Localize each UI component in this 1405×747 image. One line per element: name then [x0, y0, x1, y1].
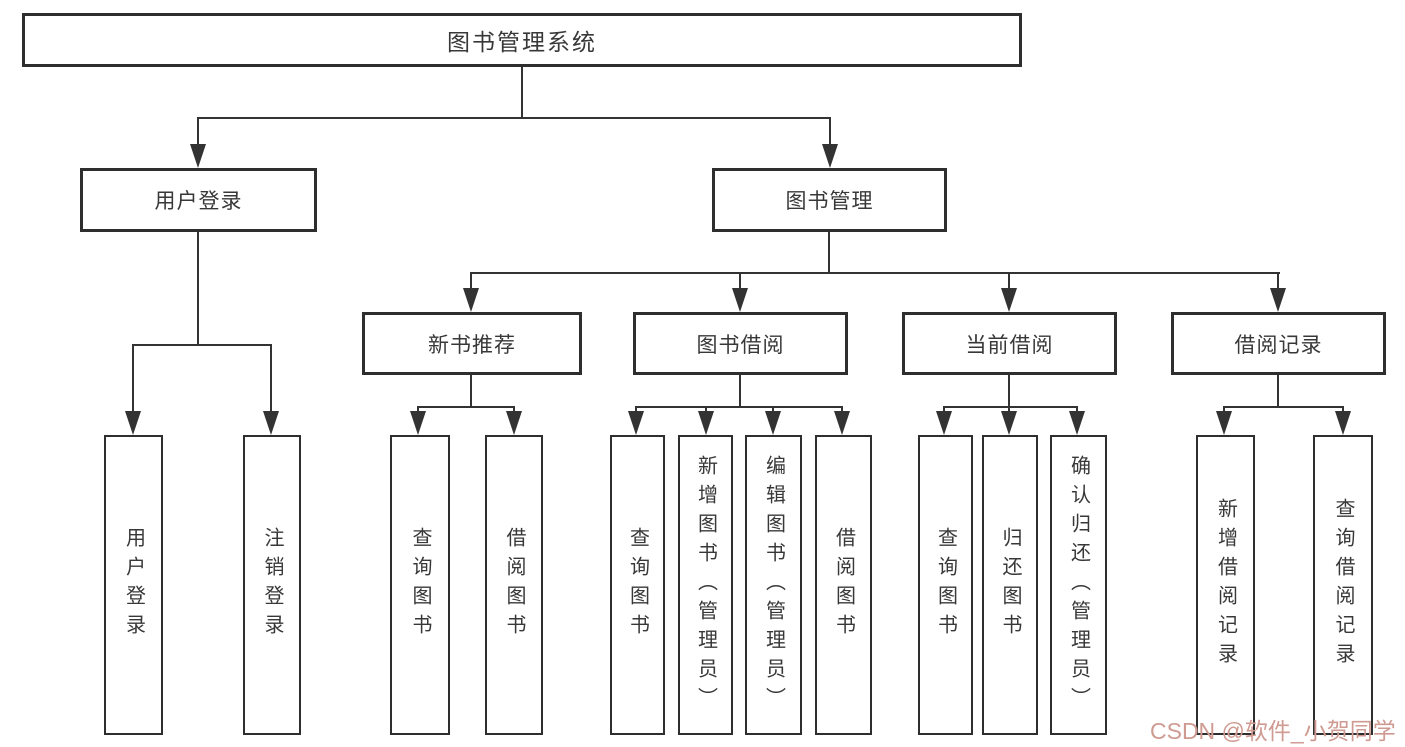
leaf-confirm-return-admin: 确认归还（管理员）	[1050, 435, 1107, 735]
node-current-borrow-label: 当前借阅	[965, 333, 1054, 357]
leaf-query-borrow-record: 查询借阅记录	[1313, 435, 1373, 735]
node-login-group-label: 用户登录	[154, 190, 243, 213]
node-root: 图书管理系统	[22, 13, 1022, 67]
leaf-add-borrow-record-label: 新增借阅记录	[1214, 498, 1237, 672]
arrow-down-icon	[506, 411, 522, 435]
arrow-down-icon	[263, 411, 279, 435]
leaf-query-borrow-record-label: 查询借阅记录	[1332, 498, 1354, 672]
node-borrow-records: 借阅记录	[1171, 312, 1386, 375]
connector-line	[635, 406, 843, 408]
node-borrow-records-label: 借阅记录	[1234, 333, 1323, 357]
leaf-edit-books-admin-label: 编辑图书（管理员）	[762, 454, 785, 716]
leaf-borrow-books-rec-label: 借阅图书	[503, 527, 525, 643]
connector-line	[829, 117, 831, 162]
csdn-watermark: CSDN @软件_小贺同学	[1150, 718, 1396, 744]
leaf-borrow-books-borrow: 借阅图书	[815, 435, 872, 735]
leaf-logout-label: 注销登录	[261, 527, 283, 643]
arrow-down-icon	[732, 288, 748, 312]
connector-line	[739, 375, 741, 406]
arrow-down-icon	[765, 411, 781, 435]
node-book-borrow-label: 图书借阅	[696, 333, 785, 357]
connector-line	[470, 375, 472, 406]
connector-line	[470, 272, 1280, 274]
connector-line	[197, 117, 199, 162]
leaf-add-borrow-record: 新增借阅记录	[1196, 435, 1255, 735]
arrow-down-icon	[822, 144, 838, 168]
node-new-book-rec-label: 新书推荐	[428, 333, 516, 357]
arrow-down-icon	[410, 411, 426, 435]
connector-line	[1277, 375, 1279, 406]
connector-line	[521, 67, 523, 117]
connector-line	[943, 406, 1078, 408]
leaf-query-books-rec: 查询图书	[390, 435, 450, 735]
leaf-return-books-label: 归还图书	[999, 527, 1021, 643]
arrow-down-icon	[834, 411, 850, 435]
leaf-query-books-rec-label: 查询图书	[409, 527, 431, 643]
connector-line	[1008, 375, 1010, 406]
arrow-down-icon	[125, 411, 141, 435]
leaf-borrow-books-borrow-label: 借阅图书	[832, 527, 855, 643]
leaf-query-books-current-label: 查询图书	[934, 527, 957, 643]
leaf-query-books-current: 查询图书	[918, 435, 973, 735]
arrow-down-icon	[1001, 411, 1017, 435]
node-root-label: 图书管理系统	[447, 29, 597, 55]
arrow-down-icon	[1270, 288, 1286, 312]
leaf-user-login-label: 用户登录	[122, 527, 145, 643]
connector-line	[132, 344, 134, 430]
node-current-borrow: 当前借阅	[902, 312, 1117, 375]
leaf-return-books: 归还图书	[982, 435, 1038, 735]
leaf-query-books-borrow: 查询图书	[610, 435, 665, 735]
node-book-borrow: 图书借阅	[633, 312, 848, 375]
connector-line	[270, 344, 272, 430]
arrow-down-icon	[1216, 411, 1232, 435]
node-login-group: 用户登录	[80, 168, 317, 232]
node-book-mgmt: 图书管理	[712, 168, 947, 232]
arrow-down-icon	[628, 411, 644, 435]
leaf-add-books-admin: 新增图书（管理员）	[678, 435, 733, 735]
connector-line	[417, 406, 515, 408]
arrow-down-icon	[1001, 288, 1017, 312]
arrow-down-icon	[1335, 411, 1351, 435]
connector-line	[197, 232, 199, 344]
arrow-down-icon	[936, 411, 952, 435]
leaf-add-books-admin-label: 新增图书（管理员）	[694, 454, 717, 716]
connector-line	[132, 344, 272, 346]
arrow-down-icon	[190, 144, 206, 168]
leaf-confirm-return-admin-label: 确认归还（管理员）	[1067, 454, 1090, 716]
node-book-mgmt-label: 图书管理	[785, 190, 874, 213]
node-new-book-rec: 新书推荐	[362, 312, 582, 375]
arrow-down-icon	[463, 288, 479, 312]
leaf-logout: 注销登录	[243, 435, 301, 735]
leaf-edit-books-admin: 编辑图书（管理员）	[745, 435, 802, 735]
leaf-borrow-books-rec: 借阅图书	[485, 435, 543, 735]
arrow-down-icon	[1069, 411, 1085, 435]
connector-line	[1223, 406, 1344, 408]
arrow-down-icon	[698, 411, 714, 435]
leaf-user-login: 用户登录	[104, 435, 163, 735]
connector-line	[197, 117, 831, 119]
connector-line	[828, 232, 830, 272]
leaf-query-books-borrow-label: 查询图书	[626, 527, 649, 643]
